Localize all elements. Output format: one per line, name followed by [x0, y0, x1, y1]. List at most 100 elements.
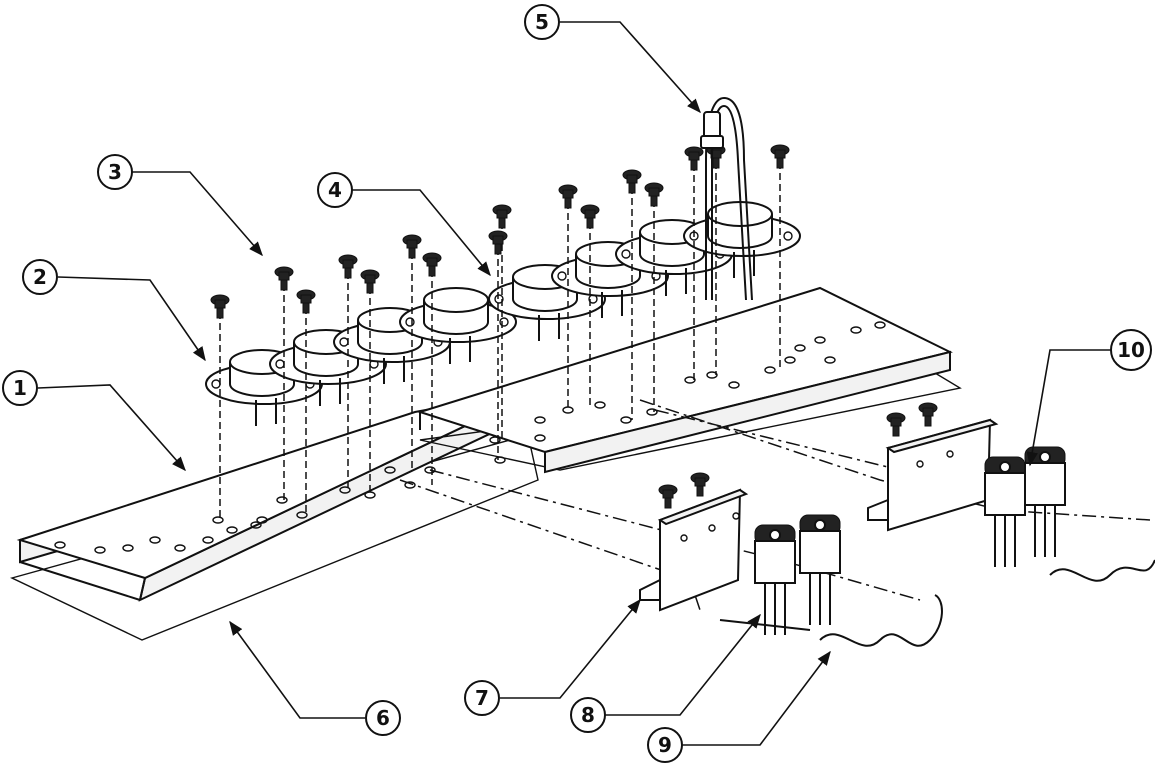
callout-label-5: 5 [535, 10, 549, 34]
body [1024, 462, 1066, 506]
callout-label-2: 2 [33, 265, 47, 289]
hole [256, 516, 268, 524]
hole [824, 356, 836, 364]
screw-washer [562, 189, 574, 199]
screw [210, 294, 230, 520]
screw-shank [664, 497, 672, 509]
tab-hole [769, 529, 781, 541]
callout-label-7: 7 [475, 686, 489, 710]
to220-transistors [754, 446, 1066, 635]
screw-shank [344, 267, 352, 279]
screw-shank [494, 243, 502, 255]
screw-washer [922, 407, 934, 417]
body [754, 540, 796, 584]
callout-4: 4 [317, 172, 353, 208]
screw-washer [364, 274, 376, 284]
hole [534, 416, 546, 424]
callout-label-6: 6 [376, 706, 390, 730]
callout-label-9: 9 [658, 733, 672, 757]
to220-transistor [1024, 446, 1066, 557]
to220-transistor [984, 456, 1026, 567]
screw-shank [586, 217, 594, 229]
hole [764, 366, 776, 374]
tab-hole [999, 461, 1011, 473]
heatsink-plate-long [16, 386, 547, 602]
callout-circles: 1 2 3 4 5 6 7 8 9 10 [2, 4, 1152, 763]
screw-washer [278, 271, 290, 281]
hole [728, 381, 740, 389]
screw [492, 204, 512, 440]
hole [94, 546, 106, 554]
hole [684, 376, 696, 384]
screw [558, 184, 578, 410]
hole [384, 466, 396, 474]
bracket-right [867, 418, 999, 532]
screw-washer [584, 209, 596, 219]
screw-washer [890, 417, 902, 427]
screw-washer [406, 239, 418, 249]
screw-washer [626, 174, 638, 184]
hole [404, 481, 416, 489]
screw [402, 234, 422, 470]
bracket-screw [886, 412, 906, 437]
tab-hole [1039, 451, 1051, 463]
screw-washer [496, 209, 508, 219]
screw-washer [774, 149, 786, 159]
transistor-top [423, 287, 489, 313]
screw-shank [696, 485, 704, 497]
to3-transistor [399, 287, 517, 364]
screw-shank [498, 217, 506, 229]
washer-hole [621, 249, 631, 259]
hole [534, 434, 546, 442]
body [799, 530, 841, 574]
screw-shank [628, 182, 636, 194]
screw [622, 169, 642, 420]
bracket-screw [918, 402, 938, 427]
screw-shank [408, 247, 416, 259]
screw [770, 144, 790, 370]
screw-shank [776, 157, 784, 169]
to3-transistor-row [205, 201, 801, 426]
thermal-sensor [700, 96, 753, 301]
hole [296, 511, 308, 519]
screw-washer [688, 151, 700, 161]
hole [202, 536, 214, 544]
callout-label-3: 3 [108, 160, 122, 184]
hole [364, 491, 376, 499]
callout-5: 5 [524, 4, 560, 40]
washer-hole [783, 231, 793, 241]
hole [489, 436, 501, 444]
callout-leaders [37, 21, 1112, 746]
screw-shank [428, 265, 436, 277]
mounting-holes [54, 321, 886, 554]
hole [276, 496, 288, 504]
hole [212, 516, 224, 524]
hole [706, 371, 718, 379]
hole [494, 456, 506, 464]
pcb-edge-left [719, 594, 943, 647]
bracket-left [639, 488, 749, 612]
hole [339, 486, 351, 494]
hole [814, 336, 826, 344]
hole [149, 536, 161, 544]
screw-shank [650, 195, 658, 207]
screw-shank [892, 425, 900, 437]
washer-hole [557, 271, 567, 281]
screw-washer [214, 299, 226, 309]
pcb-edge-right [1049, 559, 1155, 582]
screw [488, 230, 508, 460]
screw [684, 146, 704, 380]
hole [174, 544, 186, 552]
tab-hole [814, 519, 826, 531]
hole [594, 401, 606, 409]
hole [620, 416, 632, 424]
hole [794, 344, 806, 352]
screw [296, 289, 316, 515]
screw-shank [366, 282, 374, 294]
hole [250, 521, 262, 529]
screw-washer [426, 257, 438, 267]
screw-washer [342, 259, 354, 269]
hole [850, 326, 862, 334]
